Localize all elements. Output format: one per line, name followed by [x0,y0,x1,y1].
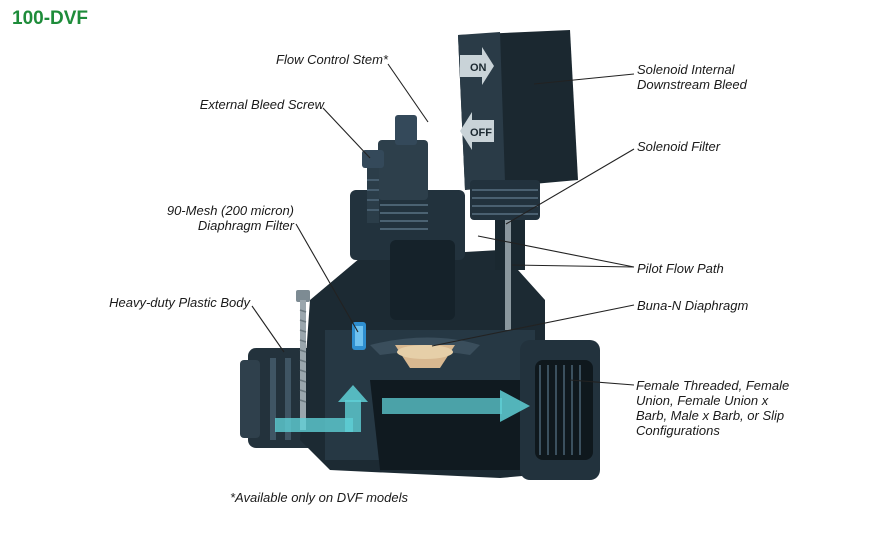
label-config-line4: Configurations [636,423,720,438]
label-config-line3: Barb, Male x Barb, or Slip [636,408,785,423]
arrow-off-icon: OFF [460,112,494,150]
diagram-title: 100-DVF [12,8,89,29]
label-pilot-flow-path: Pilot Flow Path [637,261,724,276]
arrow-on-icon: ON [460,47,494,85]
label-diaphragm: Buna-N Diaphragm [637,298,749,313]
label-config-line2: Union, Female Union x [636,393,769,408]
label-mesh-filter-line2: Diaphragm Filter [197,218,294,233]
on-label: ON [470,62,487,74]
bleed-screw [362,150,384,223]
leader-lines [251,63,635,386]
footnote: *Available only on DVF models [230,490,409,505]
label-config-line1: Female Threaded, Female [636,378,790,393]
label-solenoid-bleed-line1: Solenoid Internal [637,62,735,77]
mesh-filter [352,322,366,350]
label-external-bleed-screw: External Bleed Screw [199,97,324,112]
body-bolt [296,290,310,430]
label-solenoid-bleed-line2: Downstream Bleed [637,77,747,92]
label-plastic-body: Heavy-duty Plastic Body [109,295,250,310]
label-mesh-filter-line1: 90-Mesh (200 micron) [166,203,294,218]
label-solenoid-filter: Solenoid Filter [637,139,721,154]
flow-arrows [275,385,530,432]
off-label: OFF [470,127,492,139]
label-flow-control-stem: Flow Control Stem* [276,52,388,67]
solenoid: ON OFF [458,30,578,330]
